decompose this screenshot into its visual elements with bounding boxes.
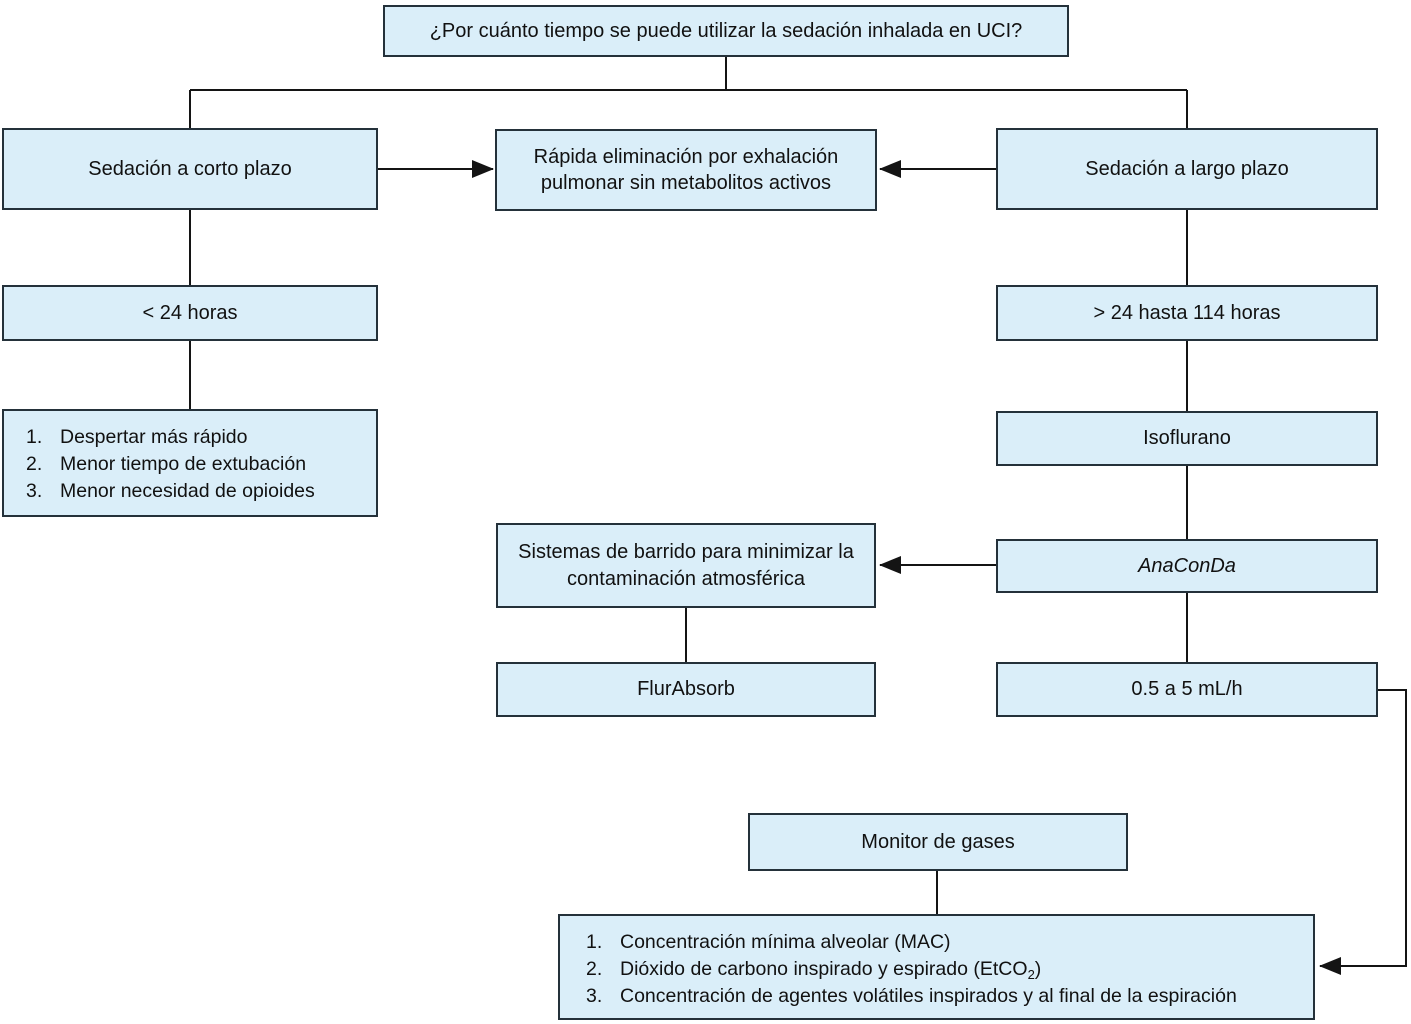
parameter-item: 1. Concentración mínima alveolar (MAC) bbox=[586, 929, 1303, 956]
parameter-item-number: 3. bbox=[586, 985, 603, 1007]
node-flurabsorb: FlurAbsorb bbox=[496, 662, 876, 717]
node-anaconda-label: AnaConDa bbox=[1138, 554, 1236, 577]
node-question: ¿Por cuánto tiempo se puede utilizar la … bbox=[383, 5, 1069, 57]
node-isoflurane: Isoflurano bbox=[996, 411, 1378, 466]
node-question-label: ¿Por cuánto tiempo se puede utilizar la … bbox=[429, 19, 1023, 42]
node-long-term-sedation: Sedación a largo plazo bbox=[996, 128, 1378, 210]
node-short-term-label: Sedación a corto plazo bbox=[88, 157, 292, 180]
node-long-term-label: Sedación a largo plazo bbox=[1085, 157, 1289, 180]
node-infusion-rate-label: 0.5 a 5 mL/h bbox=[1131, 678, 1243, 701]
parameter-etco2-prefix: Dióxido de carbono inspirado y espirado … bbox=[620, 958, 1028, 980]
parameter-etco2-suffix: ) bbox=[1034, 958, 1042, 980]
node-rapid-elimination: Rápida eliminación por exhalación pulmon… bbox=[495, 129, 877, 211]
parameter-item-text: Concentración mínima alveolar (MAC) bbox=[620, 931, 951, 953]
node-rapid-elimination-label: Rápida eliminación por exhalación pulmon… bbox=[533, 145, 839, 194]
parameter-item-text: Concentración de agentes volátiles inspi… bbox=[620, 985, 1237, 1007]
node-anaconda-device: AnaConDa bbox=[996, 539, 1378, 593]
parameter-item: 2. Dióxido de carbono inspirado y espira… bbox=[586, 956, 1303, 983]
benefit-item-text: Menor necesidad de opioides bbox=[60, 480, 315, 502]
benefit-item: 1. Despertar más rápido bbox=[26, 424, 366, 451]
node-flurabsorb-label: FlurAbsorb bbox=[637, 678, 735, 701]
benefit-item: 2. Menor tiempo de extubación bbox=[26, 451, 366, 478]
node-infusion-rate: 0.5 a 5 mL/h bbox=[996, 662, 1378, 717]
node-gas-monitor: Monitor de gases bbox=[748, 813, 1128, 871]
parameter-item-number: 1. bbox=[586, 931, 603, 953]
node-long-duration: > 24 hasta 114 horas bbox=[996, 285, 1378, 341]
node-short-term-benefits: 1. Despertar más rápido 2. Menor tiempo … bbox=[2, 409, 378, 517]
node-short-duration-label: < 24 horas bbox=[142, 301, 238, 324]
parameter-etco2-subscript: 2 bbox=[1027, 967, 1035, 982]
node-scavenging-label: Sistemas de barrido para minimizar la co… bbox=[518, 541, 854, 590]
node-scavenging-systems: Sistemas de barrido para minimizar la co… bbox=[496, 523, 876, 608]
node-long-duration-label: > 24 hasta 114 horas bbox=[1093, 301, 1281, 324]
node-short-duration: < 24 horas bbox=[2, 285, 378, 341]
benefit-item-number: 1. bbox=[26, 426, 43, 448]
parameter-item-text: Dióxido de carbono inspirado y espirado … bbox=[620, 956, 1041, 983]
parameter-item: 3. Concentración de agentes volátiles in… bbox=[586, 983, 1303, 1010]
arrow-rate-to-parameters bbox=[1319, 689, 1407, 975]
benefit-item-text: Menor tiempo de extubación bbox=[60, 453, 307, 475]
benefit-item-text: Despertar más rápido bbox=[60, 426, 248, 448]
node-isoflurane-label: Isoflurano bbox=[1143, 427, 1231, 450]
node-monitored-parameters: 1. Concentración mínima alveolar (MAC) 2… bbox=[558, 914, 1315, 1020]
node-short-term-sedation: Sedación a corto plazo bbox=[2, 128, 378, 210]
benefit-item-number: 2. bbox=[26, 453, 43, 475]
benefit-item: 3. Menor necesidad de opioides bbox=[26, 478, 366, 505]
benefit-item-number: 3. bbox=[26, 480, 43, 502]
node-gas-monitor-label: Monitor de gases bbox=[861, 830, 1015, 853]
parameter-item-number: 2. bbox=[586, 958, 603, 980]
